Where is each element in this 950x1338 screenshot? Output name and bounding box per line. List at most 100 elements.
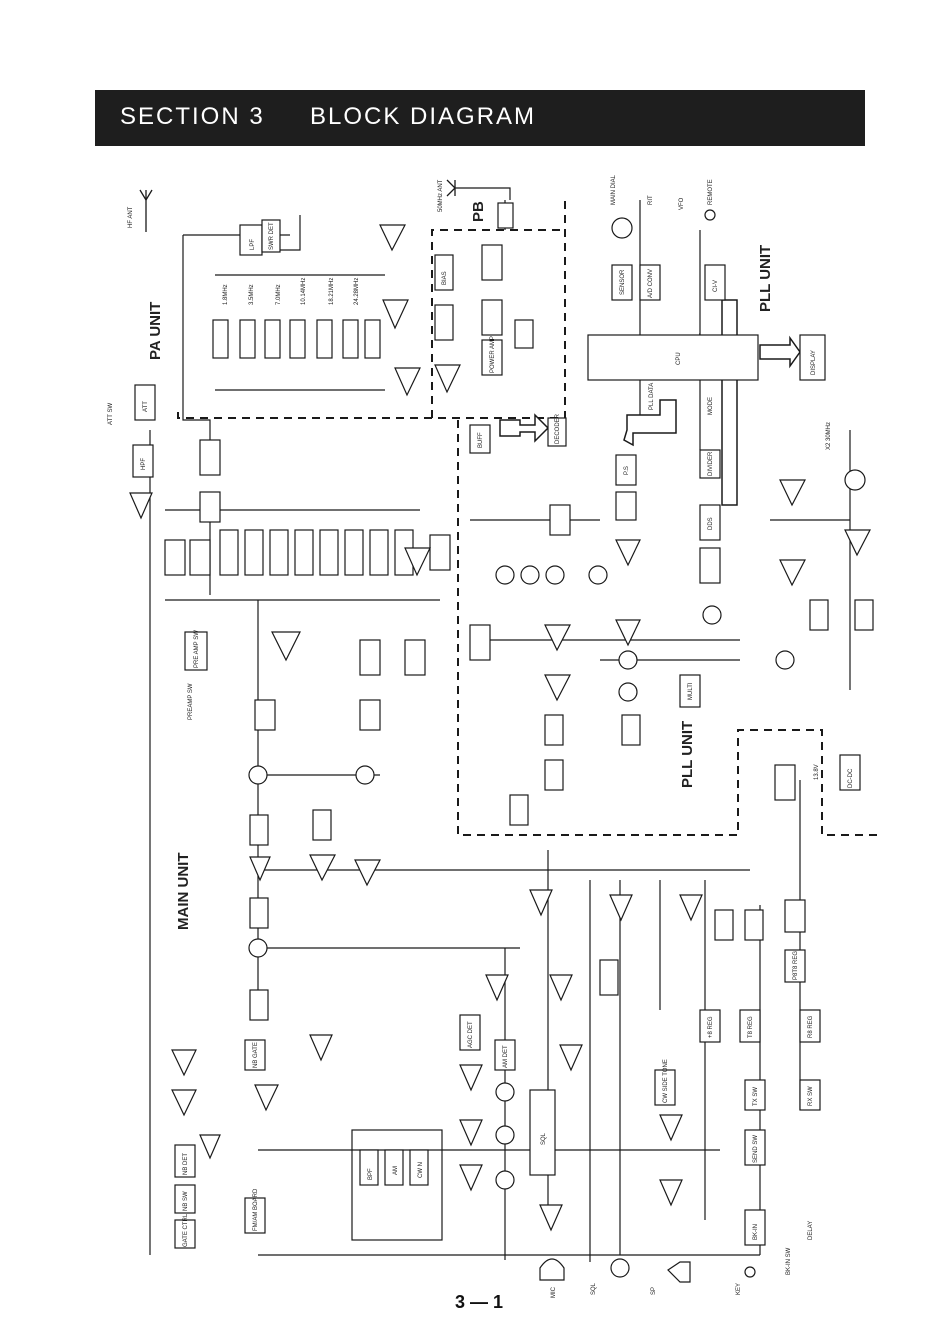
main-bpf-3 bbox=[269, 529, 289, 576]
section-title: BLOCK DIAGRAM bbox=[310, 103, 537, 130]
unit-labels: PA UNIT PB PLL UNIT PLL UNIT MAIN UNIT bbox=[147, 201, 774, 930]
main-lpf-4 bbox=[312, 809, 332, 841]
pa-rf-amp bbox=[379, 224, 406, 252]
label-p8t8-reg: P8T8 REG bbox=[793, 951, 799, 980]
vco-2 bbox=[520, 565, 540, 585]
main-noise-amp-2 bbox=[171, 1089, 197, 1117]
main-if-amp-4 bbox=[309, 1034, 333, 1062]
io-main-dial: MAIN DIAL bbox=[611, 174, 617, 205]
main-bpf-5 bbox=[319, 529, 339, 576]
pll-amp-6 bbox=[779, 559, 806, 587]
main-nb-det bbox=[174, 1144, 196, 1178]
pa-lpf-3 bbox=[264, 319, 281, 359]
main-unit bbox=[164, 529, 821, 1278]
signal-lines bbox=[149, 187, 851, 1262]
io-delay: DELAY bbox=[808, 1221, 814, 1240]
main-lo-amp bbox=[309, 854, 336, 882]
pb-unit bbox=[481, 202, 534, 376]
io-vfo: VFO bbox=[679, 197, 685, 210]
label-bias: BIAS bbox=[442, 271, 448, 285]
io-bk-in-sw: BK-IN SW bbox=[786, 1247, 792, 1275]
main-bk-in bbox=[744, 1209, 766, 1246]
main-filter-1 bbox=[249, 814, 269, 846]
main-nb-gate bbox=[244, 1039, 266, 1071]
pa-band-labels: 1.8MHz 3.5MHz 7.0MHz 10.14MHz 18.21MHz 2… bbox=[223, 278, 360, 305]
dashed-boundaries bbox=[177, 198, 880, 836]
io-key: KEY bbox=[736, 1283, 742, 1295]
label-fm-am-board: FM/AM BOARD bbox=[253, 1188, 259, 1231]
main-filter-box bbox=[351, 1129, 443, 1241]
pll-bpf-2 bbox=[621, 714, 641, 746]
main-gate-ctrl bbox=[174, 1219, 196, 1249]
pll-decoder bbox=[547, 417, 567, 447]
mixer-main-4 bbox=[495, 1082, 515, 1102]
pll-unit-top bbox=[469, 209, 826, 454]
label-sql: SQL bbox=[541, 1132, 547, 1145]
mic-connector-icon bbox=[539, 1258, 565, 1281]
pll-cpu bbox=[587, 334, 759, 381]
mixer-pll-2 bbox=[618, 682, 638, 702]
main-hpf-2 bbox=[359, 699, 381, 731]
mixer-main-3 bbox=[248, 938, 268, 958]
mixer-main-2 bbox=[355, 765, 375, 785]
label-nb-det: NB DET bbox=[183, 1153, 189, 1175]
pb-power-amp bbox=[481, 339, 503, 376]
main-preamp bbox=[271, 631, 301, 662]
main-ic-amp bbox=[529, 889, 553, 917]
io-att-sw: ATT SW bbox=[108, 403, 114, 425]
label-multi: MULTI bbox=[688, 682, 694, 700]
pa-unit bbox=[129, 219, 461, 523]
pll-amp-5 bbox=[779, 479, 806, 507]
io-mic: MIC bbox=[551, 1286, 557, 1298]
pa-lpf-7 bbox=[364, 319, 381, 359]
band-label-6: 24.28MHz bbox=[354, 278, 360, 305]
pll-vco-sw bbox=[469, 624, 491, 661]
vco-4 bbox=[588, 565, 608, 585]
main-lpf-3 bbox=[254, 699, 276, 731]
label-cw-n: CW N bbox=[418, 1162, 424, 1178]
main-if-amp-2 bbox=[354, 859, 381, 887]
main-am-det bbox=[494, 1039, 516, 1071]
pa-lpf-5 bbox=[316, 319, 333, 359]
pa-lpf-6 bbox=[342, 319, 359, 359]
pa-hpf-2 bbox=[199, 491, 221, 523]
main-amp-2 bbox=[404, 547, 431, 577]
main-agc-amp bbox=[485, 974, 509, 1002]
main-if-amp-6 bbox=[459, 1164, 483, 1192]
label-ci-v: CI-V bbox=[713, 280, 719, 292]
pll-lpf bbox=[809, 599, 829, 631]
main-50mhz-bpf bbox=[404, 639, 426, 676]
label-send-sw: SEND SW bbox=[753, 1135, 759, 1163]
main-bpf-6 bbox=[344, 529, 364, 576]
main-nb-agc bbox=[199, 1134, 221, 1160]
label-hpf: HPF bbox=[141, 458, 147, 470]
vco-1 bbox=[495, 565, 515, 585]
label-display: DISPLAY bbox=[811, 350, 817, 375]
label-r8-reg: R8 REG bbox=[808, 1015, 814, 1038]
label-decoder: DECODER bbox=[555, 413, 561, 444]
band-label-1: 1.8MHz bbox=[223, 284, 229, 305]
pll-buff bbox=[469, 424, 491, 454]
pll-loop-filter-1 bbox=[549, 504, 571, 536]
io-hf-ant: HF ANT bbox=[128, 206, 134, 228]
label-power-amp: POWER AMP bbox=[490, 336, 496, 373]
pll-unit-mid bbox=[469, 449, 874, 826]
band-label-5: 18.21MHz bbox=[329, 278, 335, 305]
pa-bias-1 bbox=[434, 254, 454, 291]
pll-amp-1 bbox=[615, 539, 641, 567]
band-label-3: 7.0MHz bbox=[276, 284, 282, 305]
label-sensor: SENSOR bbox=[620, 269, 626, 295]
pa-lpf-4 bbox=[289, 319, 306, 359]
section-number: SECTION 3 bbox=[120, 103, 265, 130]
main-28mhz-ctrl bbox=[714, 909, 734, 941]
io-sp: SP bbox=[651, 1287, 657, 1295]
main-am-f14 bbox=[384, 1149, 404, 1186]
remote-jack-icon bbox=[704, 209, 716, 221]
pb-fan-ctrl bbox=[514, 319, 534, 349]
main-if-amp-7 bbox=[459, 1064, 483, 1092]
pll-ci-v bbox=[704, 264, 726, 301]
pll-dds bbox=[699, 504, 721, 541]
main-rx-sw bbox=[799, 1079, 821, 1111]
main-filter-3 bbox=[249, 989, 269, 1021]
main-lpf-1 bbox=[164, 539, 186, 576]
